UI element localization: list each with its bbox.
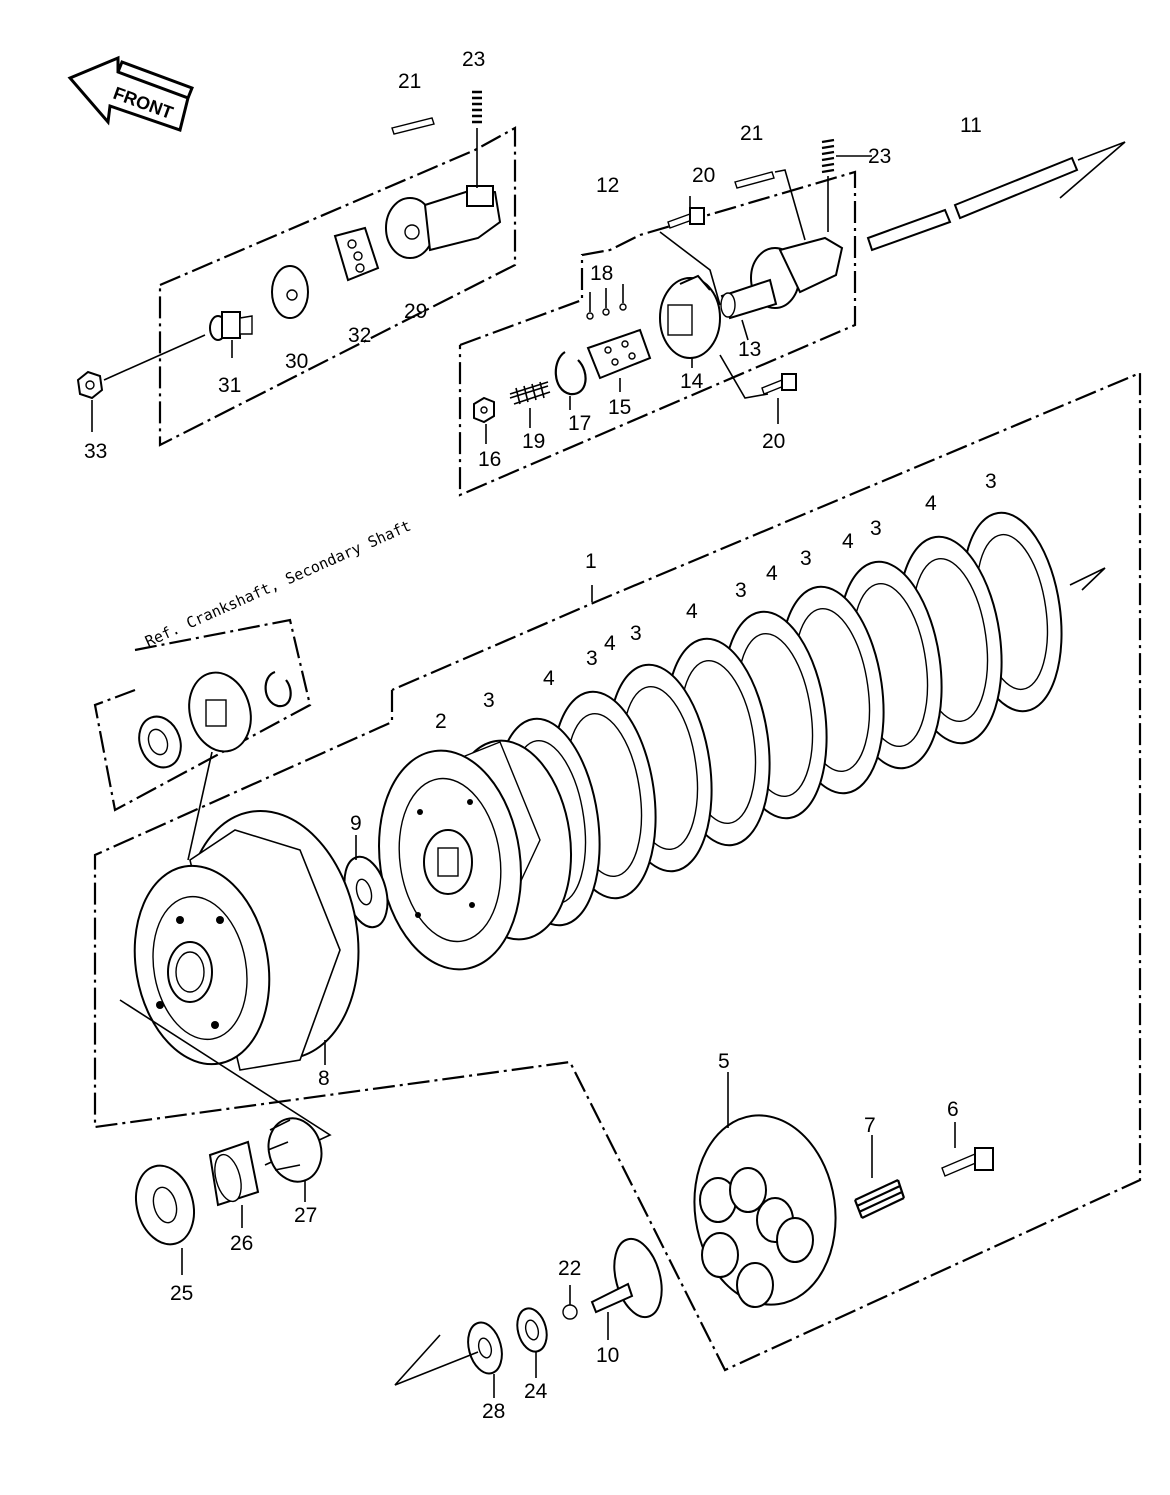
part-holder-14	[659, 274, 721, 368]
callout-2: 2	[435, 710, 447, 733]
callout-28: 28	[482, 1400, 505, 1423]
callout-labels: 21 23 12 20 21 23 11 18 29 32 30 31 33 1…	[84, 48, 997, 1423]
callout-3-b: 3	[870, 517, 882, 540]
part-pin-21	[391, 117, 435, 135]
callout-4-f: 4	[543, 667, 555, 690]
callout-25: 25	[170, 1282, 193, 1305]
callout-7: 7	[864, 1114, 876, 1137]
callout-4-c: 4	[766, 562, 778, 585]
release-lever-group-outline	[158, 126, 517, 447]
part-clutch-hub-2	[378, 739, 573, 971]
part-spring-23b	[821, 138, 872, 232]
callout-27: 27	[294, 1204, 317, 1227]
part-balls-18	[586, 284, 627, 320]
part-ref-circlip	[264, 670, 292, 708]
callout-23-left: 23	[462, 48, 485, 71]
part-pressure-plate-5	[693, 1072, 837, 1308]
callout-18: 18	[590, 262, 613, 285]
part-nut-33	[76, 334, 206, 432]
part-clutch-housing-8	[133, 810, 360, 1071]
callout-11: 11	[960, 114, 982, 137]
ref-crankshaft-box: Ref. Crankshaft, Secondary Shaft	[93, 517, 414, 861]
callout-23-right: 23	[868, 145, 891, 168]
callout-3-f: 3	[586, 647, 598, 670]
part-washer-9	[343, 835, 389, 929]
callout-26: 26	[230, 1232, 253, 1255]
callout-24: 24	[524, 1380, 548, 1403]
callout-3-d: 3	[735, 579, 747, 602]
callout-31: 31	[218, 374, 241, 397]
part-washer-25	[135, 1164, 195, 1275]
callout-3-c: 3	[800, 547, 812, 570]
part-plate-32	[333, 226, 380, 282]
release-mechanism-outline	[458, 170, 857, 497]
part-needle-bearing-27	[267, 1117, 323, 1202]
part-pin-21b	[734, 169, 806, 241]
part-bolt-6	[941, 1122, 994, 1177]
callout-1: 1	[585, 550, 597, 573]
callout-5: 5	[718, 1050, 730, 1073]
callout-10: 10	[596, 1344, 619, 1367]
callout-32: 32	[348, 324, 371, 347]
part-lever-13	[720, 236, 844, 341]
callout-13: 13	[738, 338, 761, 361]
part-washer-28	[394, 1321, 503, 1398]
callout-21-right: 21	[740, 122, 763, 145]
callout-30: 30	[285, 350, 308, 373]
part-ball-retainer-15	[586, 328, 652, 392]
callout-15: 15	[608, 396, 631, 419]
callout-33: 33	[84, 440, 107, 463]
part-ref-gear	[188, 671, 252, 753]
part-pushrod-10	[590, 1237, 663, 1340]
callout-14: 14	[680, 370, 704, 393]
clutch-plates-stack	[495, 511, 1106, 927]
callout-19: 19	[522, 430, 545, 453]
part-spring-7	[853, 1135, 906, 1219]
part-shaft-11	[866, 141, 1126, 252]
callout-4-e: 4	[604, 632, 616, 655]
part-nut-24	[516, 1307, 548, 1378]
part-sleeve-26	[208, 1140, 260, 1228]
part-ref-oil-seal	[138, 715, 182, 769]
callout-20-lower: 20	[762, 430, 785, 453]
part-screw-20-lower	[719, 354, 797, 424]
callout-12: 12	[596, 174, 619, 197]
main-clutch-group-outline	[93, 371, 1142, 1372]
callout-17: 17	[568, 412, 591, 435]
part-lever-29	[385, 185, 502, 259]
part-spring-23	[472, 90, 482, 188]
callout-4-a: 4	[925, 492, 937, 515]
part-nut-16	[473, 396, 495, 444]
callout-16: 16	[478, 448, 501, 471]
callout-8: 8	[318, 1067, 330, 1090]
part-ball-22	[562, 1285, 578, 1320]
ref-text: Ref. Crankshaft, Secondary Shaft	[142, 517, 413, 651]
callout-9: 9	[350, 812, 362, 835]
front-arrow: FRONT	[67, 55, 194, 132]
callout-4-d: 4	[686, 600, 698, 623]
callout-4-b: 4	[842, 530, 854, 553]
callout-3-g: 3	[483, 689, 495, 712]
part-cam-30	[271, 265, 309, 319]
callout-20-upper: 20	[692, 164, 715, 187]
part-screw-20-upper	[659, 196, 721, 306]
part-screw-31	[209, 311, 253, 358]
part-circlip-17	[554, 351, 587, 410]
part-adjuster-19	[509, 381, 551, 428]
callout-29: 29	[404, 300, 427, 323]
callout-6: 6	[947, 1098, 959, 1121]
callout-3-a: 3	[985, 470, 997, 493]
callout-21-left: 21	[398, 70, 421, 93]
callout-22: 22	[558, 1257, 581, 1280]
callout-3-e: 3	[630, 622, 642, 645]
